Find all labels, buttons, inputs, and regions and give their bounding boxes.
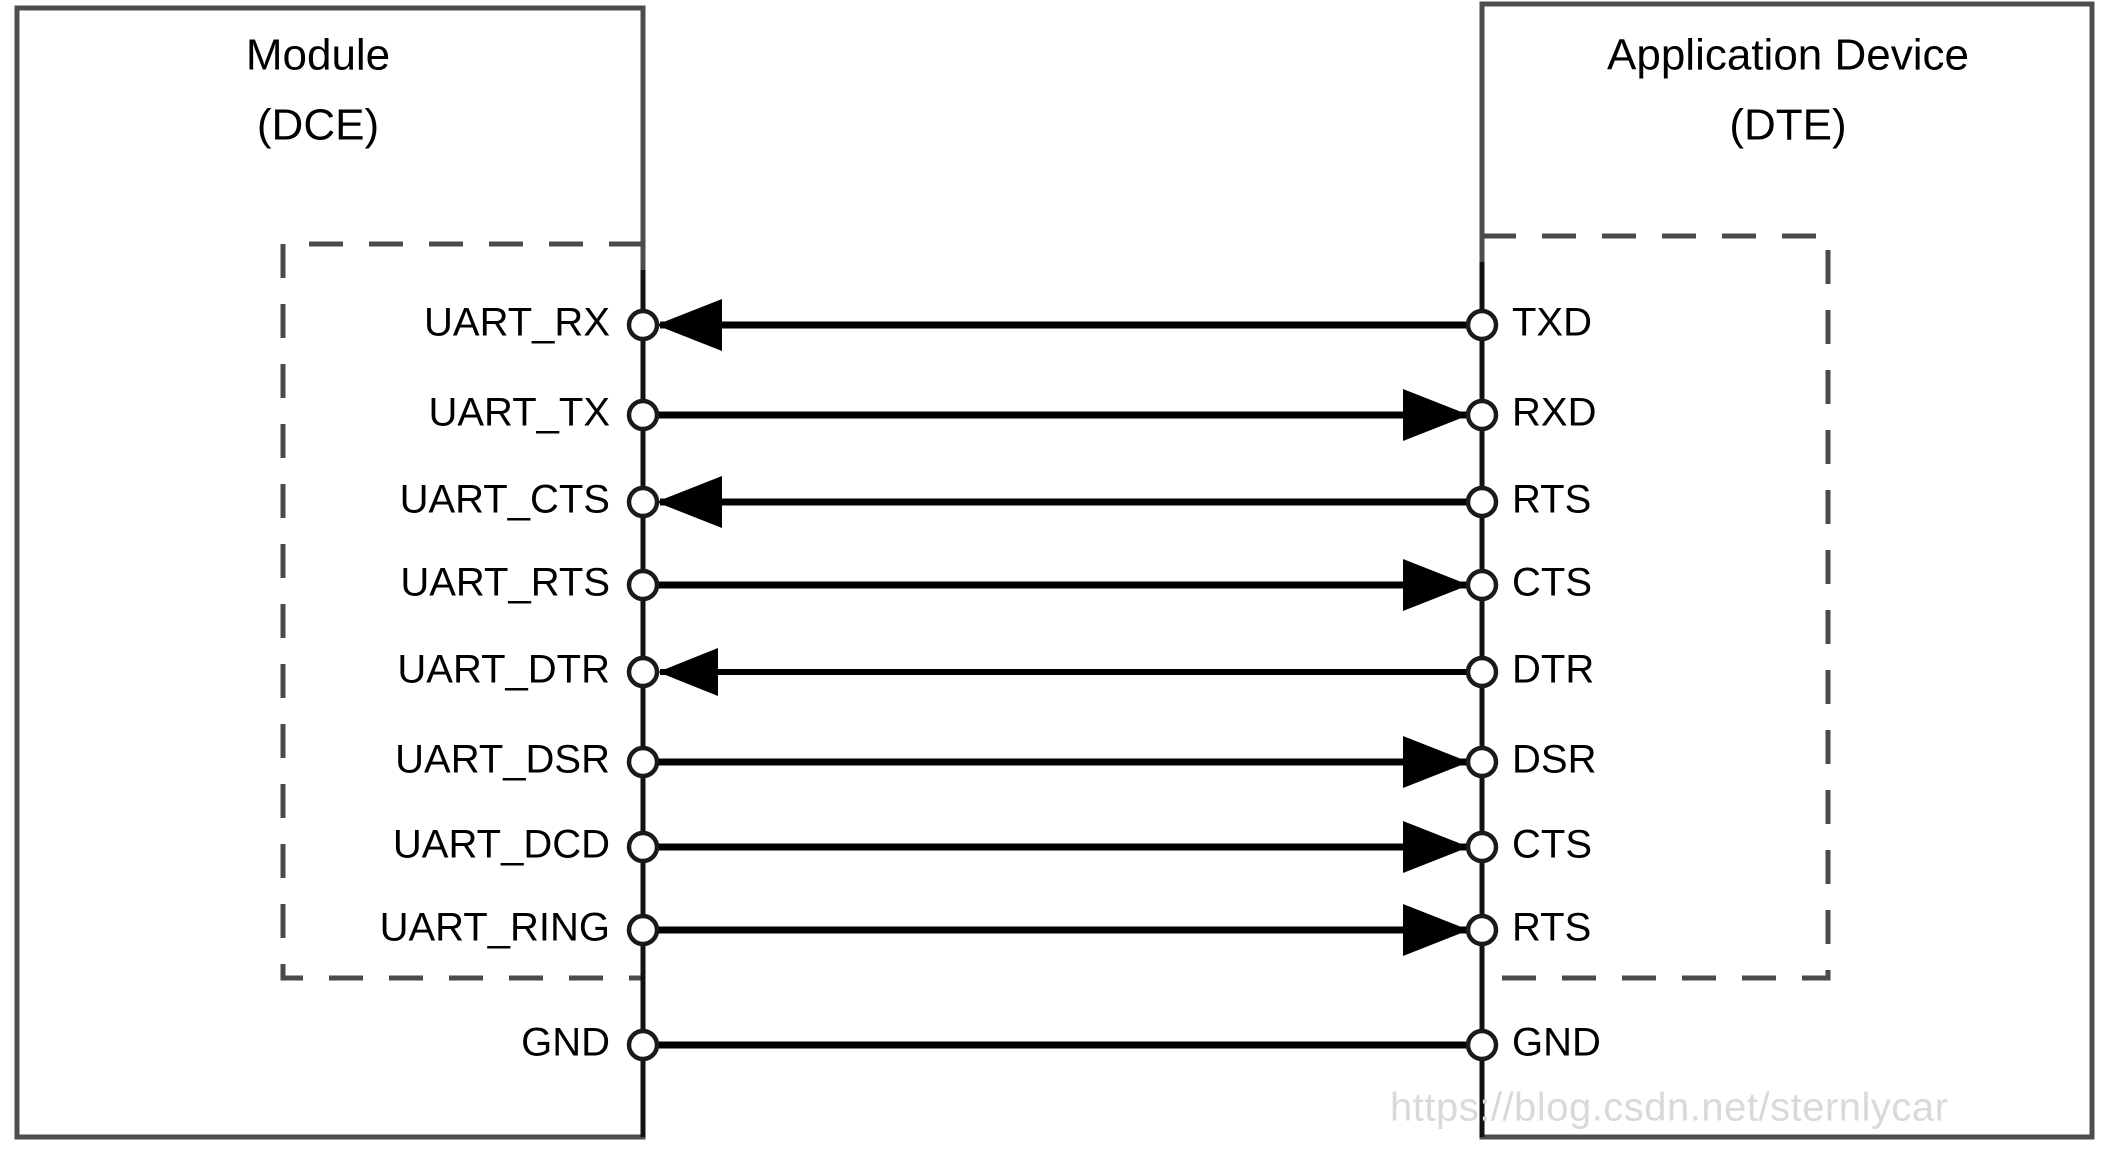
- application-device-pin-label: DSR: [1512, 738, 1596, 782]
- arrow-right-icon: [1403, 736, 1469, 788]
- application-device-pin-label: RXD: [1512, 391, 1596, 435]
- application-device-pin-node: [1465, 485, 1499, 519]
- connection-row: UART_RING RTS: [380, 904, 1591, 956]
- application-device-pin-node: [1465, 830, 1499, 864]
- module-pin-label: UART_DCD: [393, 823, 610, 867]
- connection-row: UART_DCD CTS: [393, 821, 1592, 873]
- application-device-title-line1: Application Device: [1607, 31, 1969, 80]
- application-device-pin-node: [1465, 398, 1499, 432]
- module-pin-label: UART_RING: [380, 906, 610, 950]
- connection-row: UART_DTR DTR: [397, 648, 1594, 696]
- application-device-pin-node: [1465, 745, 1499, 779]
- connection-row: UART_DSR DSR: [395, 736, 1596, 788]
- arrow-right-icon: [1403, 389, 1469, 441]
- watermark: https://blog.csdn.net/sternlycar: [1390, 1086, 1949, 1130]
- module-pin-label: UART_RX: [424, 301, 610, 345]
- application-device-uart-group-dashed-outline: [1482, 233, 1831, 981]
- application-device-pin-node: [1465, 655, 1499, 689]
- connection-row: UART_RX TXD: [424, 299, 1592, 351]
- module-pin-node: [626, 568, 660, 602]
- application-device-pin-label: RTS: [1512, 906, 1591, 950]
- arrow-right-icon: [1403, 821, 1469, 873]
- module-pin-label: UART_RTS: [400, 561, 610, 605]
- module-pin-node: [626, 485, 660, 519]
- connection-row: UART_RTS CTS: [400, 559, 1592, 611]
- module-pin-label: UART_CTS: [400, 478, 610, 522]
- module-gnd-label: GND: [521, 1021, 610, 1065]
- module-pin-node: [626, 398, 660, 432]
- arrow-left-icon: [658, 648, 718, 696]
- application-device-pin-label: TXD: [1512, 301, 1592, 345]
- module-pin-node: [626, 308, 660, 342]
- application-device-pin-node: [1465, 308, 1499, 342]
- application-device-pin-label: CTS: [1512, 823, 1592, 867]
- arrow-left-icon: [656, 299, 722, 351]
- application-device-gnd-node: [1465, 1028, 1499, 1062]
- arrow-right-icon: [1403, 904, 1469, 956]
- module-gnd-node: [626, 1028, 660, 1062]
- module-pin-label: UART_DSR: [395, 738, 610, 782]
- application-device-pin-label: RTS: [1512, 478, 1591, 522]
- arrow-right-icon: [1403, 559, 1469, 611]
- module-pin-label: UART_DTR: [397, 648, 610, 692]
- module-uart-group-dashed-outline: [280, 241, 643, 981]
- ground-row: GND GND: [521, 1021, 1601, 1065]
- application-device-pin-node: [1465, 568, 1499, 602]
- connection-row: UART_CTS RTS: [400, 476, 1591, 528]
- connection-row: UART_TX RXD: [428, 389, 1596, 441]
- module-pin-label: UART_TX: [428, 391, 610, 435]
- module-pin-node: [626, 913, 660, 947]
- application-device-gnd-label: GND: [1512, 1021, 1601, 1065]
- arrow-left-icon: [656, 476, 722, 528]
- application-device-pin-node: [1465, 913, 1499, 947]
- application-device-pin-label: DTR: [1512, 648, 1594, 692]
- module-pin-node: [626, 655, 660, 689]
- module-pin-node: [626, 830, 660, 864]
- module-title-line2: (DCE): [257, 101, 379, 150]
- module-pin-node: [626, 745, 660, 779]
- application-device-title-line2: (DTE): [1729, 101, 1846, 150]
- module-title-line1: Module: [246, 31, 390, 80]
- application-device-pin-label: CTS: [1512, 561, 1592, 605]
